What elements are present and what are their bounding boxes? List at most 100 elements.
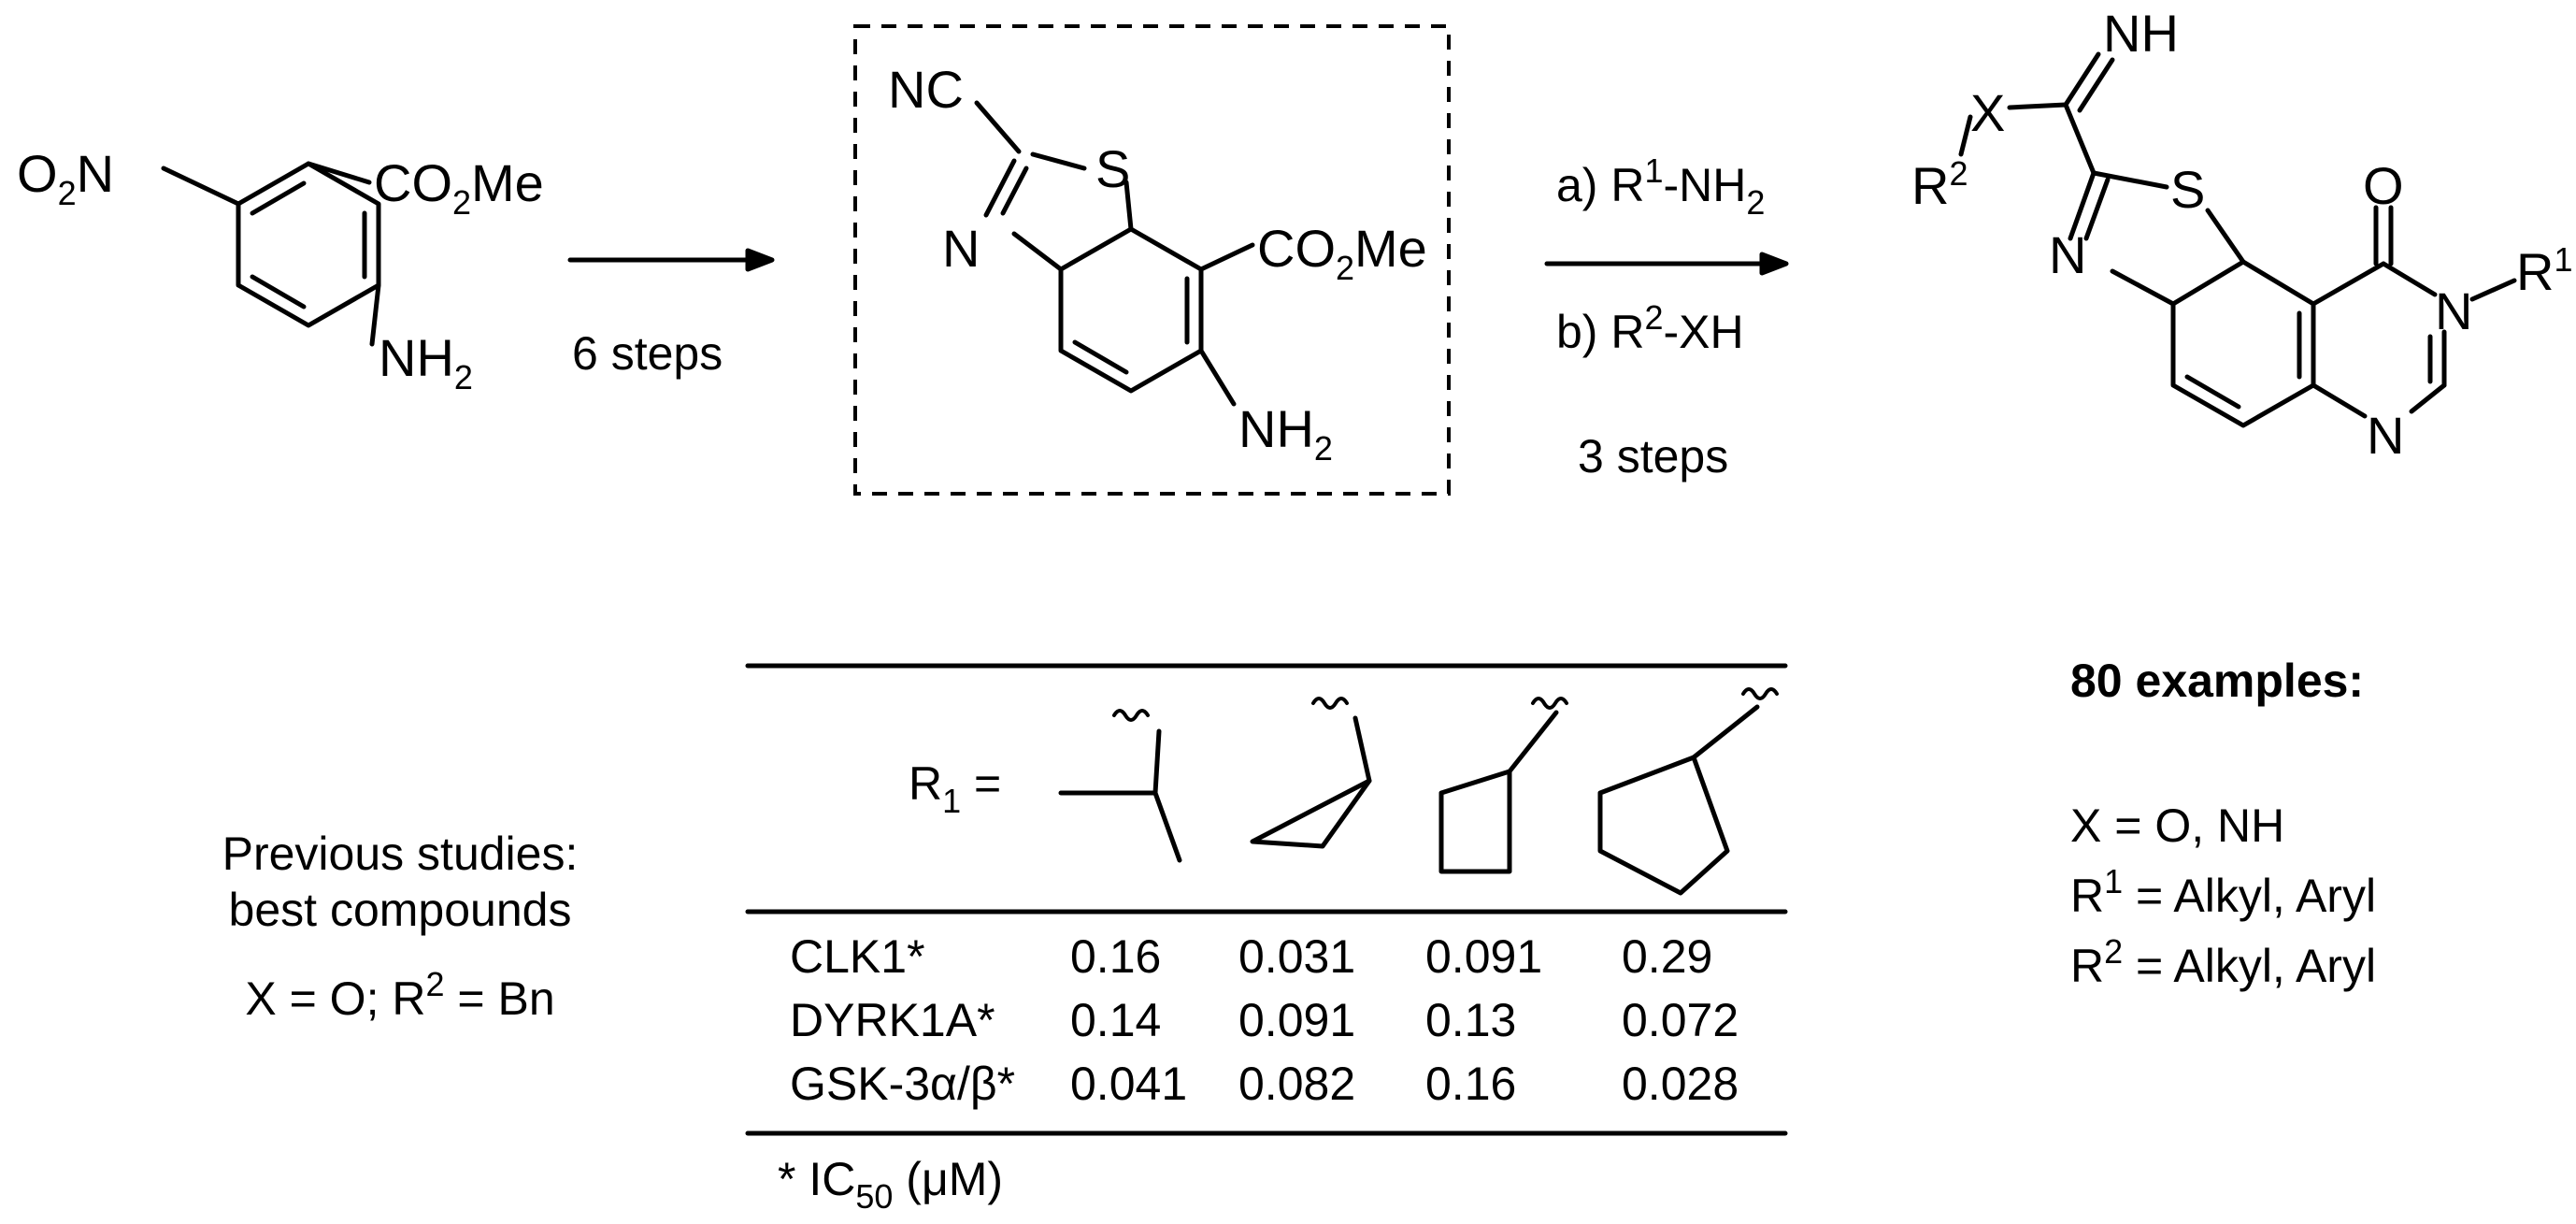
table-r-label: R: [909, 757, 942, 810]
examples-r2-end: = Alkyl, Aryl: [2123, 940, 2376, 992]
previous-line1: Previous studies:: [222, 828, 579, 880]
x-r2-bond: [1958, 114, 1973, 157]
examples-r1: R: [2070, 870, 2104, 922]
svg-text:R1 =: R1 =: [909, 757, 1001, 820]
step2-a-sub: 2: [1746, 183, 1765, 222]
thiazole-bond: [983, 158, 1017, 218]
svg-text:R1 = Alkyl, Aryl: R1 = Alkyl, Aryl: [2070, 862, 2376, 922]
step2-steps: 3 steps: [1578, 430, 1728, 482]
svg-text:NH2: NH2: [379, 328, 473, 396]
row-name-gsk3: GSK-3α/β*: [790, 1058, 1015, 1110]
start-amine-subscript: 2: [454, 358, 473, 396]
imine-bond: [2063, 51, 2101, 108]
cyclobutyl-structure: [1438, 697, 1568, 874]
product-NH: NH: [2103, 4, 2179, 63]
table-r-label-eq: =: [961, 757, 1001, 810]
n-r1-bond: [2469, 278, 2517, 302]
imine-bond: [2077, 57, 2115, 113]
svg-text:O2N: O2N: [17, 144, 114, 212]
footnote-sub: 50: [855, 1177, 893, 1216]
dyrk1a-value: 0.14: [1070, 994, 1161, 1046]
step2-b: b) R: [1556, 306, 1644, 358]
product-amide-N: N: [2435, 281, 2472, 340]
start-ring-double-bond: [250, 180, 307, 216]
reaction-arrow-2: a) R1-NH2 b) R2-XH 3 steps: [1544, 151, 1789, 482]
dyrk1a-value: 0.072: [1622, 994, 1739, 1046]
start-ester-subscript: 2: [452, 183, 471, 222]
previous-line2: best compounds: [229, 884, 572, 936]
ic50-table: R1 = CLK1* 0.16 0.031 0.09: [745, 663, 1788, 1216]
svg-text:* IC50 (μM): * IC50 (μM): [778, 1153, 1003, 1216]
nitro-bond: [161, 166, 241, 207]
product-pyrimidine-N: N: [2367, 406, 2404, 465]
svg-text:CO2Me: CO2Me: [1257, 219, 1427, 287]
svg-text:NH2: NH2: [1238, 399, 1333, 468]
examples-r1-sup: 1: [2104, 862, 2123, 900]
product-X: X: [1970, 83, 2005, 142]
previous-line3-end: = Bn: [445, 972, 555, 1025]
svg-text:R1: R1: [2516, 240, 2572, 301]
start-ring-double-bond: [250, 274, 307, 310]
nitro-subscript: 2: [58, 174, 77, 212]
intermediate-ester: CO: [1257, 219, 1336, 278]
intermediate-ester-bond: [1198, 242, 1255, 272]
svg-text:R2 = Alkyl, Aryl: R2 = Alkyl, Aryl: [2070, 932, 2376, 992]
examples-x-line: X = O, NH: [2070, 799, 2284, 852]
clk1-value: 0.031: [1238, 930, 1355, 983]
product-R1: R: [2516, 242, 2554, 301]
start-benzene-ring: [236, 161, 381, 328]
product-R2: R: [1911, 156, 1949, 215]
svg-text:X = O; R2 = Bn: X = O; R2 = Bn: [245, 965, 554, 1025]
product-carbonyl-O: O: [2363, 156, 2404, 215]
gsk3-value: 0.028: [1622, 1058, 1739, 1110]
dashed-box: [853, 24, 1451, 496]
step1-label: 6 steps: [572, 327, 723, 380]
nitro-O: O: [17, 144, 58, 203]
nitrile-bond: [974, 100, 1022, 154]
start-material: O2N CO2Me NH2: [17, 144, 544, 396]
step2-a-mid: -NH: [1664, 159, 1747, 211]
dyrk1a-value: 0.13: [1425, 994, 1516, 1046]
product-R2-sup: 2: [1949, 154, 1968, 193]
svg-text:CO2Me: CO2Me: [374, 153, 544, 222]
product-benzene-ring: [2170, 259, 2316, 428]
svg-text:a) R1-NH2: a) R1-NH2: [1556, 151, 1765, 222]
product-thiazole-N: N: [2049, 225, 2086, 284]
row-name-clk1: CLK1*: [790, 930, 925, 983]
intermediate-N: N: [942, 219, 980, 278]
product-compound: NH X R2 S N O N R1 N: [1911, 4, 2572, 465]
clk1-value: 0.29: [1622, 930, 1712, 983]
cyclopropyl-structure: [1250, 697, 1372, 849]
nitrile-label: NC: [888, 60, 964, 119]
step2-a: a) R: [1556, 159, 1644, 211]
intermediate-amine: NH: [1238, 399, 1314, 458]
row-name-dyrk1a: DYRK1A*: [790, 994, 995, 1046]
amine-bond: [369, 282, 381, 347]
step2-a-sup: 1: [1644, 151, 1663, 190]
previous-studies: Previous studies: best compounds X = O; …: [222, 828, 579, 1025]
examples-summary: 80 examples: X = O, NH R1 = Alkyl, Aryl …: [2070, 655, 2376, 992]
footnote: * IC: [778, 1153, 855, 1205]
intermediate-ester-me: Me: [1354, 219, 1427, 278]
table-r-label-sub: 1: [942, 782, 961, 820]
thiazole-bond: [1011, 231, 1064, 272]
footnote-end: (μM): [893, 1153, 1003, 1205]
start-ester-me: Me: [471, 153, 544, 212]
clk1-value: 0.16: [1070, 930, 1161, 983]
intermediate-amine-subscript: 2: [1314, 429, 1333, 468]
examples-r2: R: [2070, 940, 2104, 992]
step2-b-sup: 2: [1644, 298, 1663, 337]
svg-text:R2: R2: [1911, 154, 1968, 215]
start-ester: CO: [374, 153, 452, 212]
start-amine: NH: [379, 328, 454, 387]
gsk3-value: 0.041: [1070, 1058, 1187, 1110]
intermediate-amine-bond: [1198, 348, 1237, 407]
c-thiazole-bond: [2063, 102, 2097, 176]
isopropyl-structure: [1058, 709, 1182, 863]
product-S: S: [2170, 160, 2205, 219]
clk1-value: 0.091: [1425, 930, 1542, 983]
gsk3-value: 0.16: [1425, 1058, 1516, 1110]
intermediate-S: S: [1095, 139, 1130, 198]
cyclopentyl-structure: [1597, 687, 1779, 896]
